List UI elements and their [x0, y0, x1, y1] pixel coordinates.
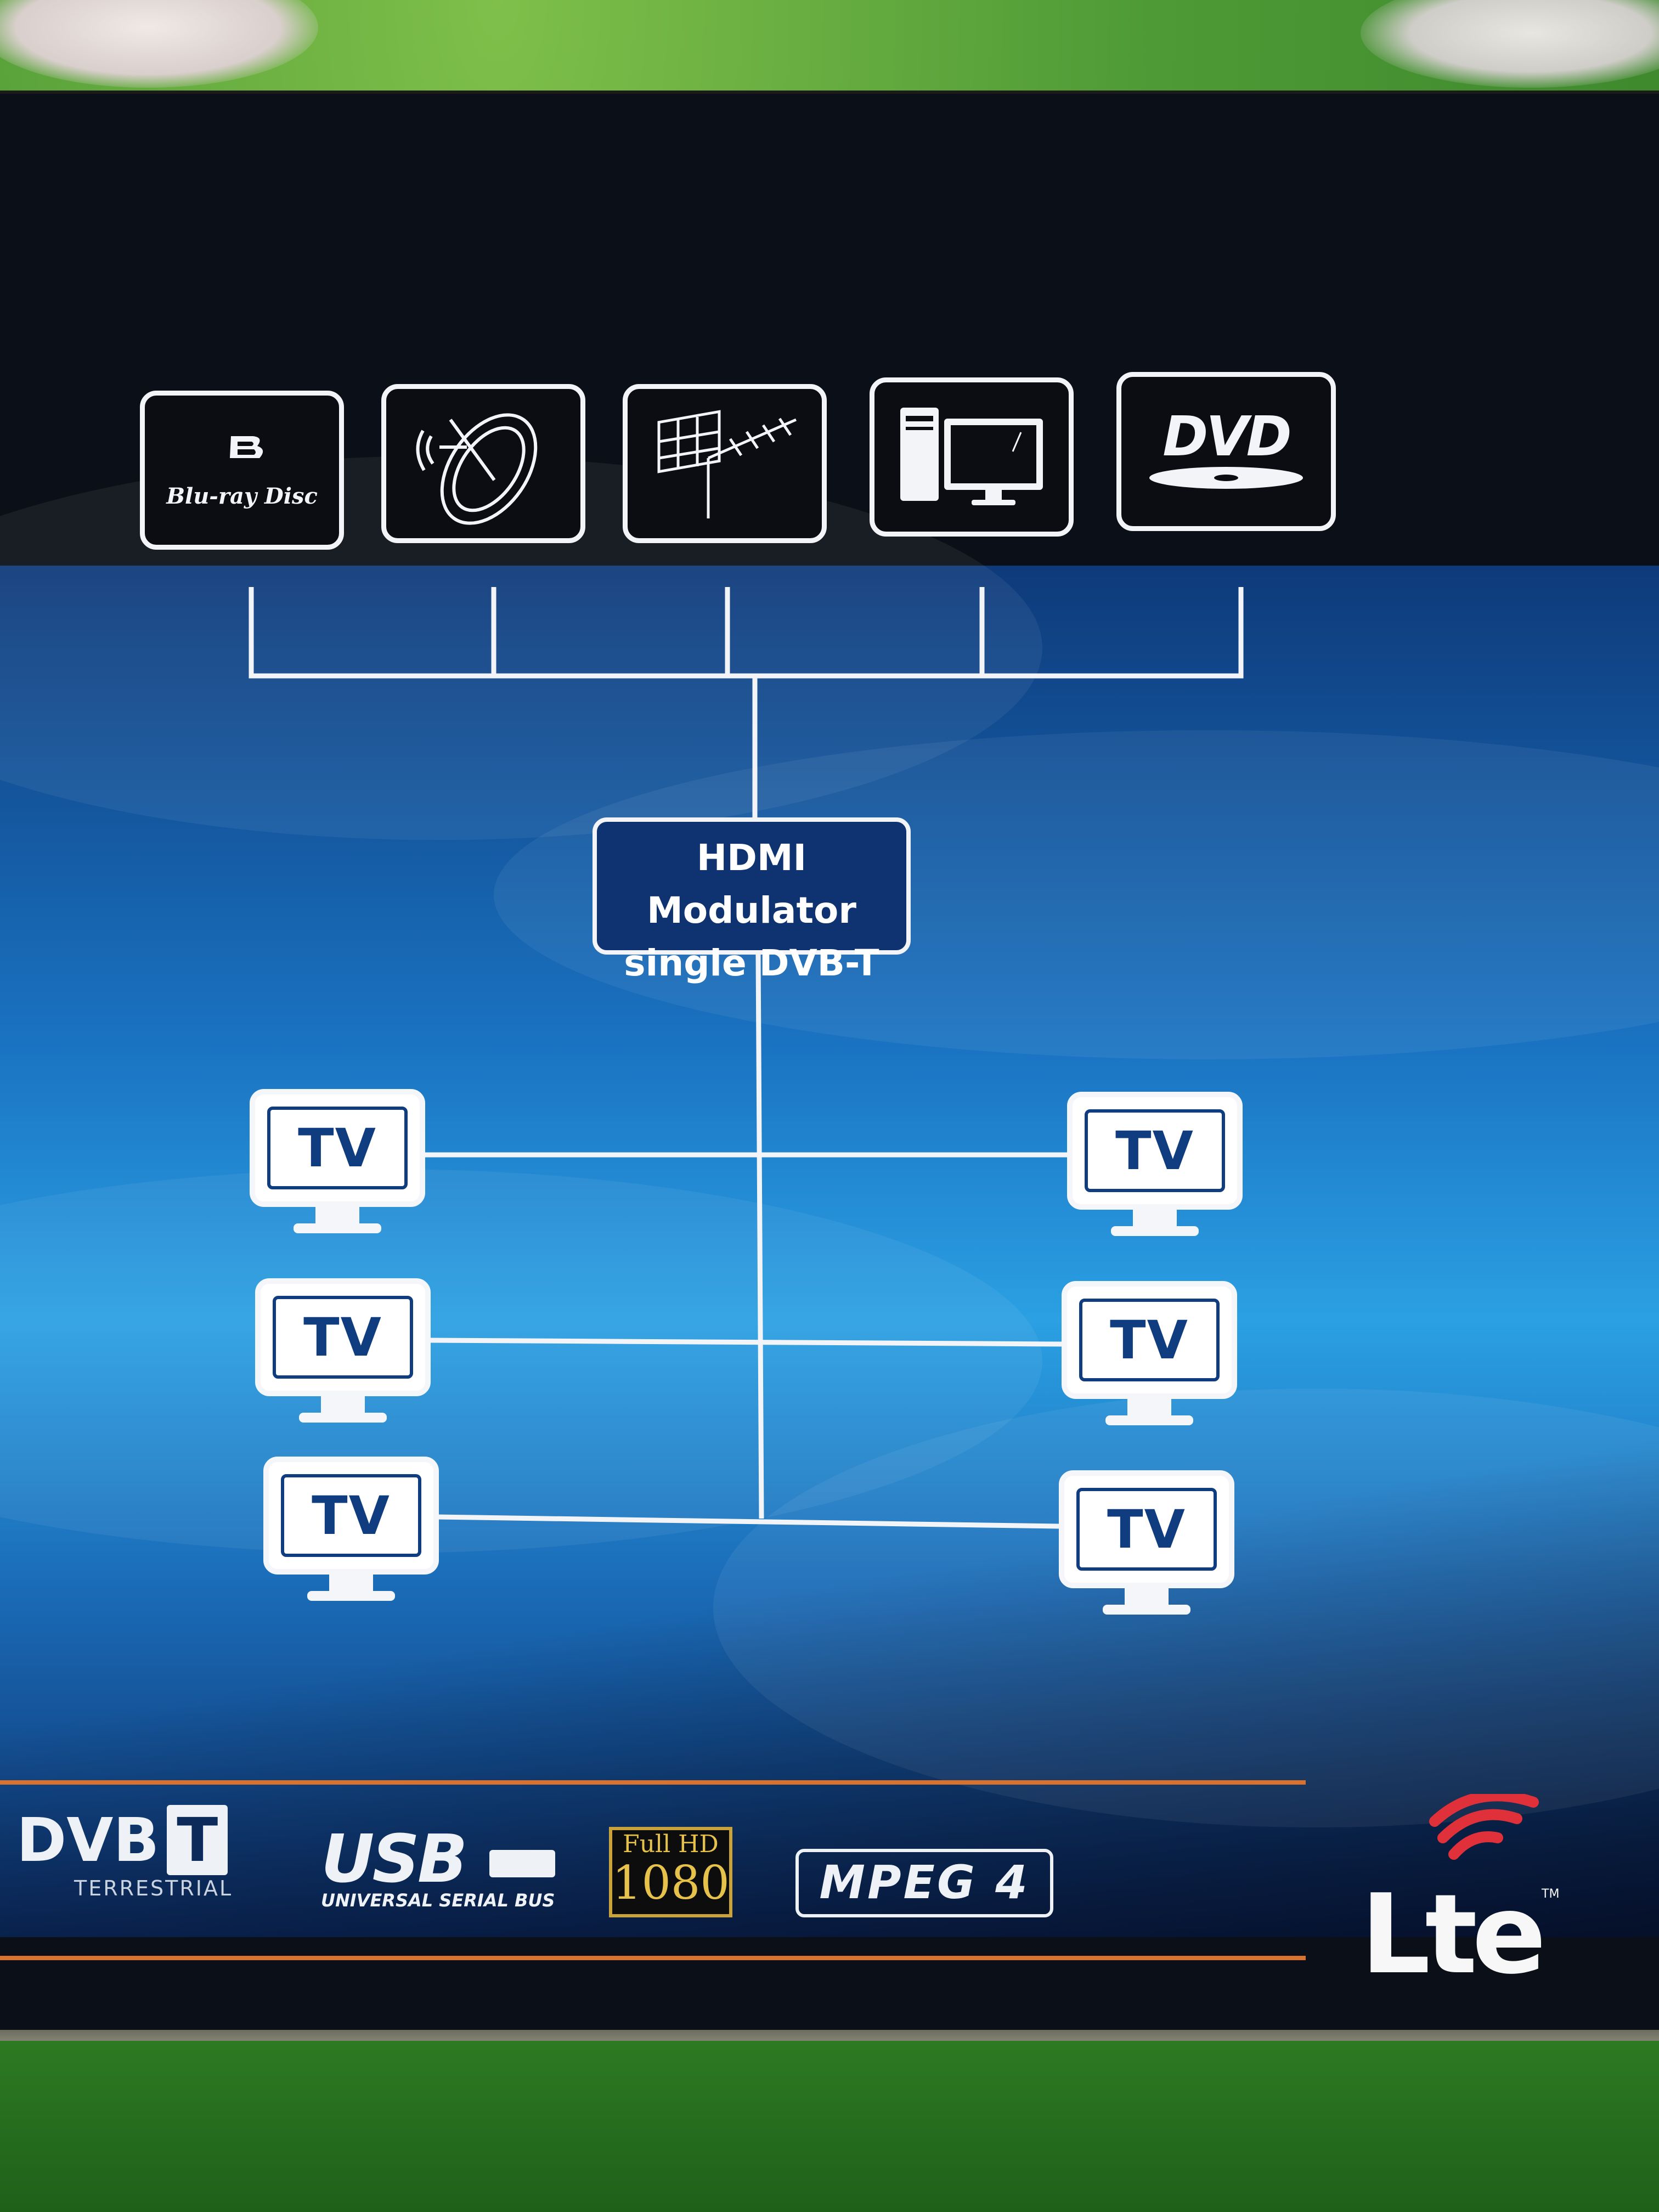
blu-ray-box: Blu-ray Disc	[140, 391, 344, 550]
antenna-box	[623, 384, 827, 543]
dvb-text: DVB	[16, 1805, 160, 1875]
tv-label: TV	[1079, 1299, 1220, 1381]
tv-icon: TV	[250, 1089, 425, 1243]
blu-ray-icon: Blu-ray Disc	[166, 432, 318, 509]
usb-plug-icon	[489, 1850, 556, 1878]
tv-icon: TV	[263, 1457, 439, 1610]
hub-line-1: HDMI Modulator	[647, 837, 856, 932]
table-surface-bottom	[0, 2041, 1659, 2212]
tv-label: TV	[1085, 1109, 1225, 1192]
tv-label: TV	[281, 1474, 421, 1557]
dvb-subtitle: TERRESTRIAL	[74, 1876, 233, 1900]
blu-ray-label: Blu-ray Disc	[166, 483, 318, 509]
satellite-box	[381, 384, 585, 543]
tv-icon: TV	[1059, 1470, 1234, 1624]
antenna-icon	[657, 410, 797, 518]
full-hd-badge: Full HD 1080	[609, 1827, 732, 1917]
computer-box	[870, 377, 1074, 537]
hdmi-modulator-box: HDMI Modulator single DVB-T	[592, 817, 911, 984]
computer-icon	[900, 408, 1043, 505]
tv-label: TV	[1076, 1488, 1217, 1571]
tv-icon: TV	[1067, 1092, 1243, 1245]
tv-label: TV	[267, 1107, 408, 1189]
usb-logo: USB	[321, 1821, 556, 1898]
signal-waves-icon	[1429, 1794, 1539, 1860]
product-box	[0, 91, 1659, 2047]
dvb-t-badge: T	[167, 1805, 228, 1875]
dvd-label: DVD	[1163, 404, 1291, 469]
hub-line-2: single DVB-T	[624, 942, 879, 984]
blue-wave-panel	[0, 456, 1659, 1937]
satellite-dish-icon	[416, 413, 538, 525]
usb-subtitle: UNIVERSAL SERIAL BUS	[321, 1890, 555, 1911]
dvd-icon: DVD	[1144, 409, 1308, 494]
usb-text: USB	[321, 1821, 467, 1898]
orange-divider-bottom	[0, 1956, 1306, 1960]
tv-icon: TV	[255, 1278, 431, 1432]
mpeg4-logo: MPEG 4	[795, 1849, 1053, 1917]
dvd-box: DVD	[1116, 372, 1336, 531]
orange-divider-top	[0, 1780, 1306, 1785]
tv-icon: TV	[1062, 1281, 1237, 1435]
tv-label: TV	[273, 1296, 413, 1379]
lte-trademark: TM	[1542, 1887, 1560, 1901]
full-hd-label: Full HD	[623, 1830, 719, 1858]
lte-logo: Lte	[1361, 1871, 1547, 1999]
full-hd-number: 1080	[612, 1856, 730, 1910]
